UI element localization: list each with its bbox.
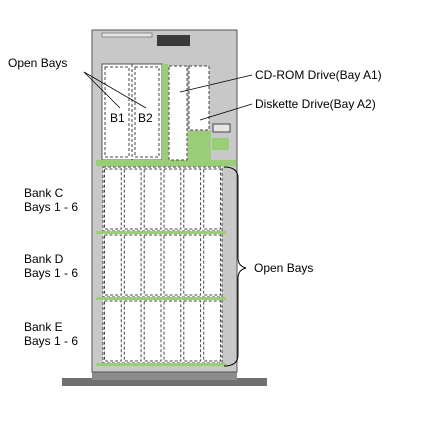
bank-e-bay-2 xyxy=(123,300,142,362)
bank-e-bay-4 xyxy=(163,300,182,362)
bank-c-bay-3 xyxy=(143,168,162,230)
bank-e-bay-6 xyxy=(203,300,221,362)
label-cdrom: CD-ROM Drive(Bay A1) xyxy=(255,68,382,82)
label-open-bays-top: Open Bays xyxy=(8,56,68,70)
bank-separator-1 xyxy=(96,231,226,234)
bank-e-bay-1 xyxy=(104,300,122,362)
green-side-notch xyxy=(212,138,229,150)
bank-separator-2 xyxy=(96,297,226,300)
diskette-bay-a2 xyxy=(188,65,210,131)
label-bank-d: Bank D xyxy=(24,252,64,266)
bank-d-bay-3 xyxy=(143,234,162,296)
open-bays-bracket xyxy=(223,166,247,367)
bank-e-bay-3 xyxy=(143,300,162,362)
bank-e-bay-5 xyxy=(183,300,202,362)
bank-d-bay-4 xyxy=(163,234,182,296)
callout-line-b2 xyxy=(83,71,147,109)
green-horizontal-strip xyxy=(96,160,236,166)
callout-line-cdrom xyxy=(179,74,253,93)
bank-c-bay-5 xyxy=(183,168,202,230)
label-open-bays-right: Open Bays xyxy=(254,261,314,275)
bay-b1 xyxy=(104,66,130,158)
label-bank-d-bays: Bays 1 - 6 xyxy=(24,266,79,280)
label-bay-b1: B1 xyxy=(110,111,125,125)
top-vent xyxy=(101,32,153,38)
chassis-base xyxy=(62,378,267,386)
label-diskette: Diskette Drive(Bay A2) xyxy=(255,97,376,111)
callout-line-diskette xyxy=(199,103,253,121)
label-bank-e-bays: Bays 1 - 6 xyxy=(24,334,79,348)
label-bank-c: Bank C xyxy=(24,186,64,200)
bank-c-bay-1 xyxy=(104,168,122,230)
bank-d-bay-6 xyxy=(203,234,221,296)
top-dark-panel xyxy=(157,35,190,46)
bank-d-bay-2 xyxy=(123,234,142,296)
bank-c-bay-6 xyxy=(203,168,221,230)
bank-separator-3 xyxy=(96,363,226,366)
label-bay-b2: B2 xyxy=(138,111,153,125)
bank-c-bay-2 xyxy=(123,168,142,230)
bay-b2 xyxy=(134,66,160,158)
bank-d-bay-5 xyxy=(183,234,202,296)
label-bank-c-bays: Bays 1 - 6 xyxy=(24,200,79,214)
chassis-foot xyxy=(92,370,237,380)
bank-c-bay-4 xyxy=(163,168,182,230)
green-diskette-area xyxy=(188,131,211,161)
label-bank-e: Bank E xyxy=(24,320,63,334)
power-button xyxy=(212,123,231,133)
green-divider-strip xyxy=(162,64,168,164)
cdrom-bay-a1 xyxy=(168,65,188,161)
bank-d-bay-1 xyxy=(104,234,122,296)
bank-e-frame xyxy=(102,298,223,364)
bank-area xyxy=(96,166,226,366)
callout-line-b1 xyxy=(83,71,121,109)
